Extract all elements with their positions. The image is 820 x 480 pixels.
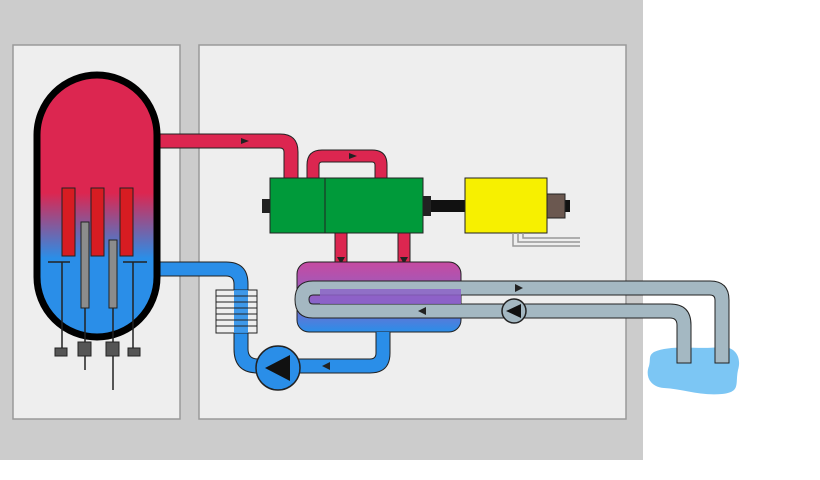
exhaust-arrow-left [337,257,345,264]
high-pressure-turbine [269,177,326,234]
generator-exciter [546,193,566,219]
shaft-coupling [423,196,431,216]
steam-flow-arrow [241,138,249,144]
generator [464,177,548,234]
condenser-tube-bundle [320,289,461,304]
low-pressure-turbine [324,177,424,234]
control-rod-drive-2 [77,341,92,357]
shaft-end-left [262,199,270,213]
cooling-water-u-bend-inner [308,294,314,305]
main-steam-line [150,134,298,178]
power-output-lines [512,233,580,247]
cooling-water-u-bend [294,281,314,318]
control-rod-2 [108,239,118,309]
cooling-water-inlet-outline [313,303,692,364]
crossover-steam-line-outline [306,149,388,178]
cooling-water-outlet [313,281,729,363]
main-steam-line-outline [150,133,299,178]
fuel-rod-1 [61,187,76,257]
fuel-rod-3 [119,187,134,257]
crossover-flow-arrow [349,153,357,159]
feedwater-heater [215,289,258,334]
control-rod-drive-3 [105,341,120,357]
cooling-water-u-bend-outline [294,280,314,319]
main-steam-line-outline-inner [150,147,285,178]
cooling-inlet-flow-arrow [418,307,426,315]
feedwater-line-outline [150,275,391,374]
crossover-steam-line-outline-inner [318,161,376,178]
cooling-water-outlet-outline [313,280,730,364]
feedwater-flow-arrow [322,362,330,370]
fuel-rod-2 [90,187,105,257]
control-rod-drive-4 [127,347,141,357]
feedwater-line-outline-inner [150,261,377,360]
feedwater-pump-icon [265,355,290,381]
crossover-steam-line [307,150,387,178]
core-support [48,261,147,390]
feedwater-line [150,262,390,373]
cooling-water-pump-icon [506,304,521,318]
control-rod-1 [80,221,90,309]
cooling-outlet-flow-arrow [515,284,523,292]
cooling-water-inlet [313,304,691,363]
control-rod-drive-1 [54,347,68,357]
exhaust-arrow-right [400,257,408,264]
